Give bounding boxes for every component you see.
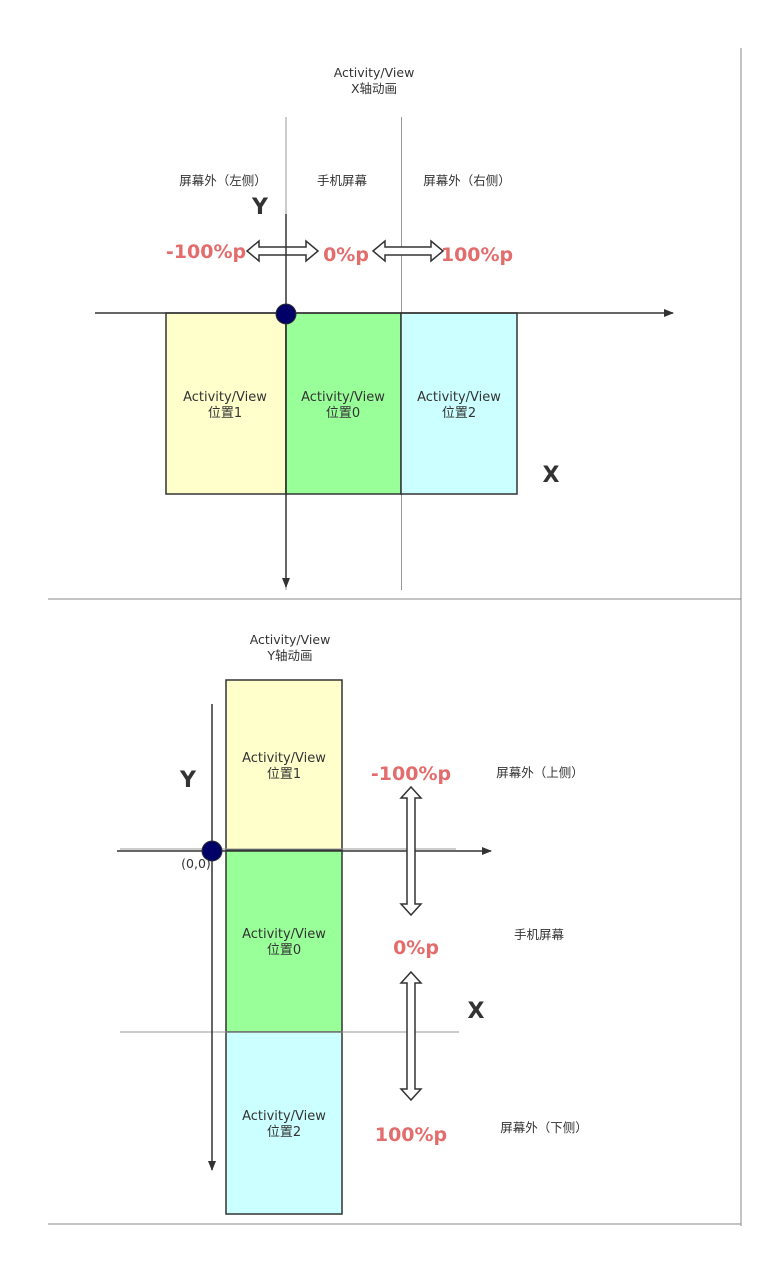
double-arrow-top bbox=[399, 785, 423, 917]
region-right-label: 屏幕外（右侧） bbox=[423, 173, 511, 188]
y-box2-label-line2: 位置2 bbox=[267, 1125, 301, 1140]
region-screen-label: 手机屏幕 bbox=[514, 927, 565, 942]
x-box2-label-line2: 位置2 bbox=[442, 406, 476, 421]
region-left-label: 屏幕外（左侧） bbox=[179, 173, 267, 188]
pct-0-label: 0%p bbox=[323, 244, 369, 266]
y-box0-label-line1: Activity/View bbox=[242, 927, 326, 942]
x-box0-label-line1: Activity/View bbox=[301, 390, 385, 405]
x-section-origin-dot bbox=[275, 303, 297, 325]
y-position2-box bbox=[225, 1031, 343, 1215]
y-box0-label-line2: 位置0 bbox=[267, 943, 301, 958]
y-position1-box bbox=[225, 679, 343, 851]
y-box1-label-line2: 位置1 bbox=[267, 767, 301, 782]
x-box1-label-line2: 位置1 bbox=[208, 406, 242, 421]
y-box2-label-line1: Activity/View bbox=[242, 1109, 326, 1124]
origin-label: (0,0) bbox=[181, 856, 211, 871]
pct-100-label: 100%p bbox=[441, 244, 513, 266]
y-section-title-line2: Y轴动画 bbox=[266, 648, 312, 663]
region-bottom-label: 屏幕外（下侧） bbox=[500, 1120, 588, 1135]
double-arrow-left bbox=[245, 239, 320, 263]
x-section-title-line2: X轴动画 bbox=[351, 81, 397, 96]
x-box1-label-line1: Activity/View bbox=[183, 390, 267, 405]
pct-minus-100-label: -100%p bbox=[166, 241, 246, 263]
x-section-axis-x-label: X bbox=[543, 463, 560, 488]
y-section-axis-x-label: X bbox=[468, 999, 485, 1024]
y-section-axis-y-label: Y bbox=[179, 768, 197, 793]
double-arrow-bottom bbox=[399, 970, 423, 1102]
region-center-label: 手机屏幕 bbox=[317, 173, 368, 188]
x-box0-label-line2: 位置0 bbox=[326, 406, 360, 421]
x-box2-label-line1: Activity/View bbox=[417, 390, 501, 405]
y-section-origin-dot bbox=[201, 840, 223, 862]
x-animation-section: Activity/View X轴动画 屏幕外（左侧） 手机屏幕 屏幕外（右侧） … bbox=[95, 65, 674, 590]
y-pct-100-label: 100%p bbox=[375, 1124, 447, 1146]
x-section-title-line1: Activity/View bbox=[334, 65, 415, 80]
x-section-axis-y-label: Y bbox=[251, 195, 269, 220]
y-pct-0-label: 0%p bbox=[393, 937, 439, 959]
y-animation-section: Activity/View Y轴动画 Activity/View 位置1 Act… bbox=[117, 632, 588, 1215]
y-box1-label-line1: Activity/View bbox=[242, 751, 326, 766]
y-section-title-line1: Activity/View bbox=[250, 632, 331, 647]
double-arrow-right bbox=[371, 239, 445, 263]
x-position1-box bbox=[165, 312, 287, 495]
region-top-label: 屏幕外（上侧） bbox=[496, 765, 584, 780]
y-position0-box bbox=[225, 849, 343, 1033]
y-pct-minus-100-label: -100%p bbox=[371, 763, 451, 785]
